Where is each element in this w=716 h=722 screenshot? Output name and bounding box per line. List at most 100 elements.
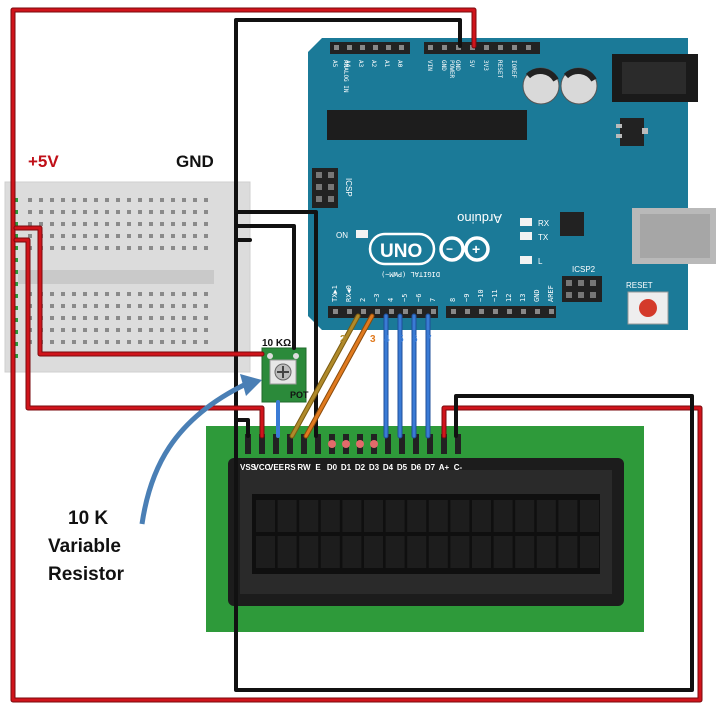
- digital-pin-label: ~10: [477, 289, 485, 302]
- breadboard-hole: [204, 222, 208, 226]
- breadboard-hole: [105, 198, 109, 202]
- rail-hole: [14, 258, 18, 262]
- breadboard-hole: [182, 316, 186, 320]
- breadboard-hole: [204, 328, 208, 332]
- pin-number-label: 7: [426, 334, 432, 345]
- wire-gnd-pot: [234, 224, 296, 350]
- breadboard-hole: [61, 246, 65, 250]
- lcd-cell: [342, 536, 362, 568]
- header-pin: [521, 309, 526, 314]
- breadboard-hole: [83, 340, 87, 344]
- header-pin: [389, 309, 394, 314]
- breadboard-hole: [138, 198, 142, 202]
- lcd-pin-dot: [370, 440, 378, 448]
- uno-logo-frame: [368, 232, 436, 266]
- rail-hole: [14, 354, 18, 358]
- lcd-pin-label: D2: [355, 463, 366, 472]
- header-pin: [375, 309, 380, 314]
- lcd-cell: [299, 500, 319, 532]
- tx-led: [520, 232, 532, 240]
- breadboard-hole: [72, 304, 76, 308]
- header-pin: [403, 309, 408, 314]
- lcd-pin-label: D4: [383, 463, 394, 472]
- rx-label: RX: [538, 219, 550, 228]
- annotation-arrow-icon: [139, 374, 262, 525]
- header-pin: [347, 309, 352, 314]
- lcd-pin-pad: [399, 434, 405, 454]
- breadboard-hole: [61, 198, 65, 202]
- breadboard-hole: [94, 328, 98, 332]
- breadboard-hole: [193, 292, 197, 296]
- analog-title: ANALOG IN: [342, 60, 349, 93]
- lcd-cell: [428, 536, 448, 568]
- lcd-cell: [256, 536, 275, 568]
- breadboard-hole: [50, 222, 54, 226]
- lcd-cell: [385, 500, 405, 532]
- breadboard-hole: [160, 316, 164, 320]
- digital-header-low: [328, 306, 438, 318]
- breadboard-hole: [182, 340, 186, 344]
- power-pin-label: 5V: [468, 60, 475, 68]
- power-pin-label: GND: [440, 60, 447, 71]
- breadboard-hole: [138, 292, 142, 296]
- lcd-pin-pad: [273, 434, 279, 454]
- wire-5v-loop: [10, 7, 703, 703]
- breadboard-hole: [127, 234, 131, 238]
- digital-pin-label: ~6: [415, 294, 423, 302]
- digital-pin-label: 13: [519, 294, 527, 302]
- lcd-pin-pads: [245, 434, 461, 454]
- wire-gnd-rw: [234, 210, 318, 438]
- breadboard-hole: [94, 246, 98, 250]
- wire-5v-pot: [13, 225, 265, 357]
- lcd-cell: [580, 536, 599, 568]
- breadboard-hole: [149, 304, 153, 308]
- microcontroller-chip: [327, 110, 527, 140]
- breadboard-hole: [149, 292, 153, 296]
- breadboard-hole: [204, 234, 208, 238]
- icsp2-header: [562, 276, 602, 302]
- lcd-pin-pad: [287, 434, 293, 454]
- reset-button[interactable]: [627, 291, 669, 325]
- lcd-pin-pad: [315, 434, 321, 454]
- header-pin: [334, 45, 339, 50]
- lcd-cell: [364, 500, 383, 532]
- arduino-brand: Arduino: [457, 211, 502, 226]
- breadboard-hole: [105, 340, 109, 344]
- lcd-pin-label: A+: [439, 463, 450, 472]
- breadboard-hole: [94, 304, 98, 308]
- lcd-pin-dot: [356, 440, 364, 448]
- breadboard-hole: [193, 246, 197, 250]
- analog-pin-label: A3: [357, 60, 364, 68]
- breadboard-hole: [83, 222, 87, 226]
- breadboard-hole: [127, 222, 131, 226]
- breadboard-hole: [171, 234, 175, 238]
- rail-hole: [14, 222, 18, 226]
- pin-number-label: 6: [412, 334, 418, 345]
- breadboard-hole: [171, 198, 175, 202]
- breadboard-hole: [83, 328, 87, 332]
- breadboard-hole: [160, 328, 164, 332]
- reset-button-cap[interactable]: [639, 299, 657, 317]
- breadboard-hole: [50, 316, 54, 320]
- breadboard-hole: [105, 304, 109, 308]
- breadboard-hole: [127, 210, 131, 214]
- lcd-cell: [558, 536, 578, 568]
- breadboard-hole: [72, 222, 76, 226]
- analog-pin-label: A4: [344, 60, 351, 68]
- breadboard-hole: [171, 328, 175, 332]
- breadboard-hole: [127, 292, 131, 296]
- header-pin: [347, 45, 352, 50]
- breadboard-hole: [72, 316, 76, 320]
- breadboard-hole: [149, 210, 153, 214]
- annotation-line2: Variable: [48, 536, 121, 557]
- infinity-logo-icon: [439, 236, 490, 262]
- breadboard-hole: [204, 292, 208, 296]
- lcd-cell: [299, 536, 319, 568]
- breadboard-hole: [61, 340, 65, 344]
- lcd-pin-pad: [413, 434, 419, 454]
- digital-header-pins: [333, 309, 554, 314]
- breadboard-hole: [127, 340, 131, 344]
